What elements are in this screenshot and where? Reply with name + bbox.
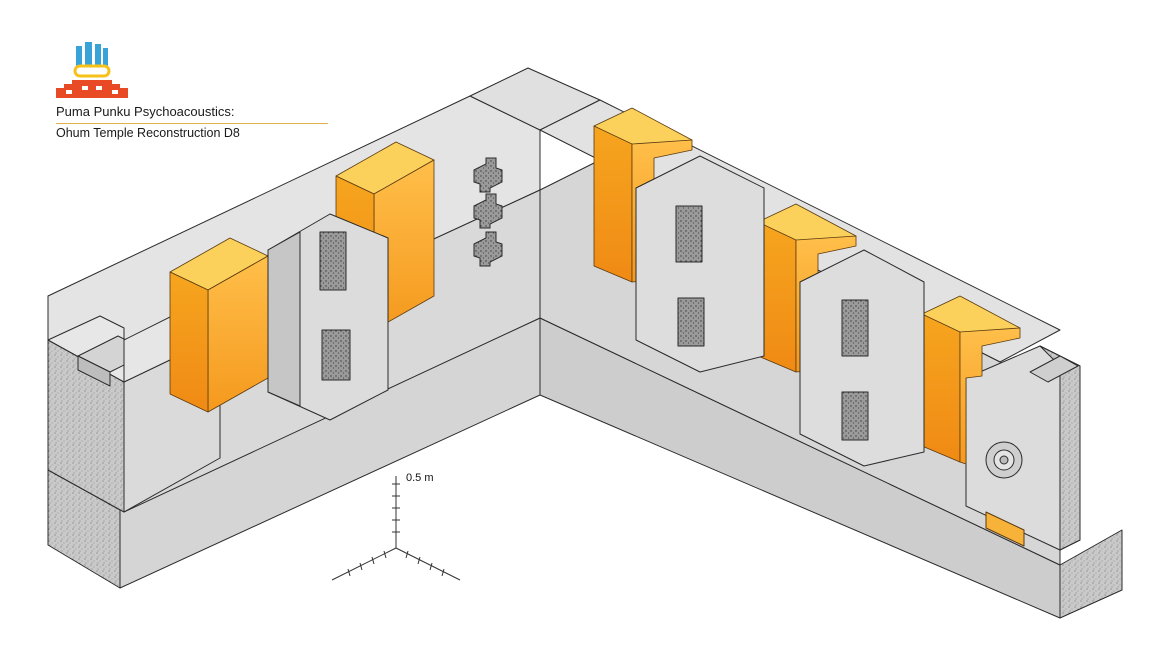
carved-crosses (473, 157, 503, 267)
scale-axes (331, 476, 461, 581)
scale-label: 0.5 m (406, 472, 434, 484)
resonator-chamber-1 (169, 237, 269, 413)
h-niche-right-1 (635, 155, 765, 373)
title-rule (56, 123, 328, 124)
chakana-temple-logo-icon (56, 42, 128, 98)
h-niche-right-2 (799, 249, 925, 467)
diagram-title: Puma Punku Psychoacoustics: (56, 104, 235, 119)
base-plinth (47, 315, 1123, 619)
resonator-chamber-5 (921, 295, 1021, 465)
h-niche-left (267, 213, 389, 421)
diagram-subtitle: Ohum Temple Reconstruction D8 (56, 126, 240, 140)
